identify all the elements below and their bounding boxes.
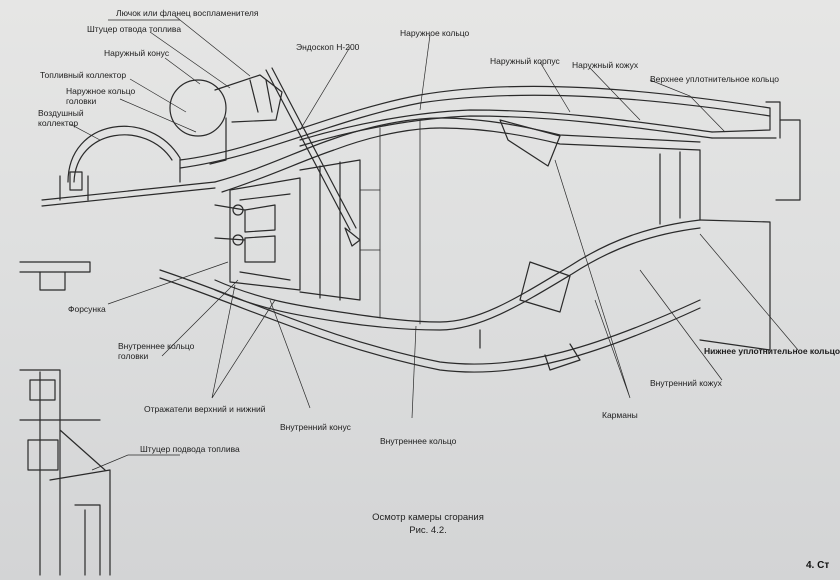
- label-lower-seal: Нижнее уплотнительное кольцо: [704, 346, 840, 356]
- label-inner-cone: Внутренний конус: [280, 422, 351, 432]
- front-flange: [41, 181, 216, 207]
- pocket-upper: [499, 119, 561, 167]
- label-hatch: Лючок или фланец воспламенителя: [116, 8, 259, 18]
- label-air-collector: Воздушный коллектор: [38, 108, 84, 128]
- caption-title: Осмотр камеры сгорания: [372, 512, 484, 523]
- label-outer-ring: Наружное кольцо: [400, 28, 470, 38]
- label-outer-ring-head: Наружное кольцо головки: [66, 86, 136, 106]
- page-corner-text: 4. Ст: [806, 560, 830, 571]
- label-outer-case: Наружный корпус: [490, 56, 560, 66]
- label-inner-casing: Внутренний кожух: [650, 378, 722, 388]
- injector-lower: [214, 237, 246, 241]
- inner-casing-line: [159, 269, 701, 365]
- injector-upper: [214, 204, 246, 211]
- label-reflectors: Отражатели верхний и нижний: [144, 404, 266, 414]
- fuel-collector-circle: [169, 79, 227, 137]
- label-outer-cone: Наружный конус: [104, 48, 170, 58]
- caption-figure: Рис. 4.2.: [409, 525, 447, 536]
- endoscope-probe: [265, 69, 351, 231]
- combustion-head: [229, 177, 301, 291]
- air-collector-dome: [67, 125, 181, 183]
- label-pockets: Карманы: [602, 410, 638, 420]
- label-upper-seal: Верхнее уплотнительное кольцо: [650, 74, 779, 84]
- label-inner-ring-head: Внутреннее кольцо головки: [118, 341, 195, 361]
- label-fuel-inlet: Штуцер подвода топлива: [140, 444, 240, 454]
- label-outer-casing: Наружный кожух: [572, 60, 639, 70]
- label-fuel-collector: Топливный коллектор: [40, 70, 127, 80]
- label-injector: Форсунка: [68, 304, 106, 314]
- outer-ring-wall: [214, 117, 701, 183]
- inner-ring-wall: [214, 219, 701, 323]
- outer-case-line: [179, 85, 771, 161]
- label-fuel-outlet: Штуцер отвода топлива: [87, 24, 182, 34]
- upper-seal-ring: [711, 107, 777, 139]
- outer-casing-line: [299, 109, 713, 141]
- label-inner-ring: Внутреннее кольцо: [380, 436, 457, 446]
- pocket-lower: [519, 261, 571, 313]
- label-endoscope: Эндоскоп Н-200: [296, 42, 360, 52]
- inset-detail: [19, 369, 111, 576]
